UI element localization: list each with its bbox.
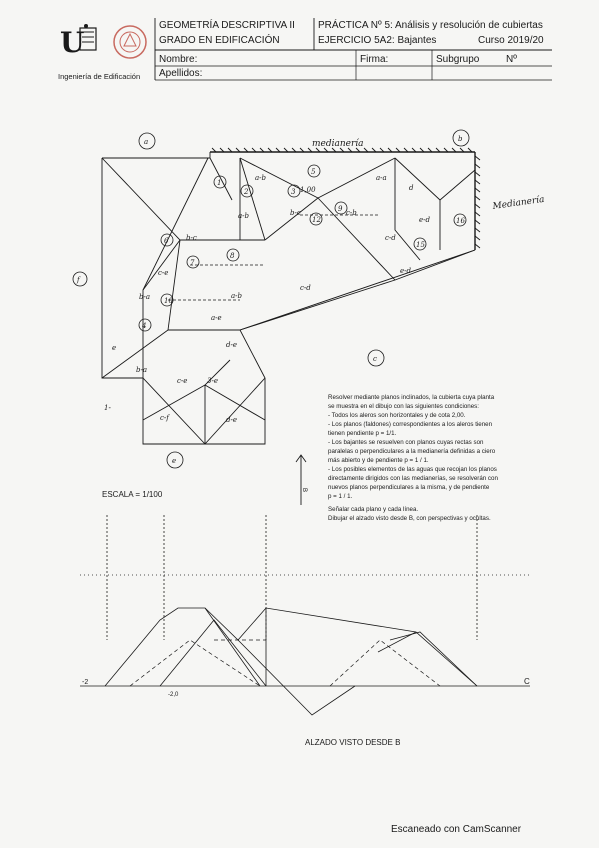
svg-text:c-d: c-d: [385, 234, 396, 242]
practice-title: PRÁCTICA Nº 5: Análisis y resolución de …: [318, 20, 543, 31]
svg-text:c-b: c-b: [346, 209, 357, 217]
svg-text:a-e: a-e: [211, 314, 222, 322]
instruction-line: tienen pendiente p = 1/1.: [328, 430, 397, 437]
scale-label: ESCALA = 1/100: [102, 490, 163, 499]
svg-text:d-e: d-e: [226, 416, 237, 424]
svg-text:2: 2: [243, 188, 249, 196]
svg-text:c: c: [373, 355, 377, 363]
view-letter: B: [301, 488, 307, 492]
svg-text:a-b: a-b: [255, 174, 267, 182]
svg-text:c-f: c-f: [160, 414, 170, 422]
instruction-line: directamente dirigidos con las medianerí…: [328, 475, 498, 482]
svg-text:7: 7: [190, 259, 195, 267]
svg-text:1-: 1-: [104, 404, 111, 412]
svg-text:12: 12: [312, 216, 321, 224]
svg-text:15: 15: [416, 241, 425, 249]
instruction-line: Dibujar el alzado visto desde B, con per…: [328, 515, 491, 522]
instruction-line: Resolver mediante planos inclinados, la …: [328, 394, 495, 401]
svg-text:b-a: b-a: [139, 293, 150, 301]
svg-text:10: 10: [164, 297, 173, 305]
svg-text:b-c: b-c: [186, 234, 197, 242]
apellidos-field[interactable]: Apellidos:: [159, 68, 203, 79]
elevation-title: ALZADO VISTO DESDE B: [305, 738, 400, 747]
svg-text:4: 4: [141, 322, 146, 330]
view-arrow-icon: [295, 454, 307, 505]
instruction-line: - Los bajantes se resuelven con planos c…: [328, 439, 484, 446]
scanner-footer: Escaneado con CamScanner: [391, 824, 522, 835]
instruction-line: - Los planos (faldones) correspondientes…: [328, 421, 493, 428]
svg-text:b-a: b-a: [136, 366, 147, 374]
svg-text:3-e: 3-e: [207, 377, 218, 385]
instruction-line: - Todos los aleros son horizontales y de…: [328, 412, 466, 419]
university-logo-icon: U: [60, 24, 97, 59]
instruction-line: paralelas o perpendiculares a la mediane…: [328, 448, 496, 455]
svg-text:d: d: [409, 184, 414, 192]
elevation-mid-label: -2,0: [168, 692, 179, 698]
instruction-line: p = 1 / 1.: [328, 493, 353, 500]
subgrupo-field[interactable]: Subgrupo: [436, 54, 480, 65]
instruction-line: - Los posibles elementos de las aguas qu…: [328, 466, 497, 473]
exercise-title: EJERCICIO 5A2: Bajantes: [318, 35, 437, 46]
instruction-line: se muestra en el dibujo con las siguient…: [328, 403, 479, 410]
svg-text:1: 1: [217, 179, 221, 187]
svg-text:f: f: [76, 276, 81, 284]
svg-text:b: b: [458, 135, 463, 143]
svg-text:b-c: b-c: [290, 209, 301, 217]
svg-text:e: e: [112, 344, 116, 352]
elevation-left-label: -2: [82, 679, 88, 686]
svg-text:1,00: 1,00: [300, 186, 316, 194]
svg-text:e-d: e-d: [419, 216, 431, 224]
svg-text:16: 16: [456, 217, 465, 225]
instruction-line: nuevos planos perpendiculares a la misma…: [328, 484, 490, 491]
medianeria-top-label: medianería: [312, 138, 364, 149]
svg-text:c-d: c-d: [300, 284, 311, 292]
numero-field[interactable]: Nº: [506, 54, 517, 65]
svg-text:a-a: a-a: [376, 174, 387, 182]
svg-text:8: 8: [230, 252, 235, 260]
course-title: GEOMETRÍA DESCRIPTIVA II: [159, 20, 295, 31]
svg-text:a-b: a-b: [238, 212, 250, 220]
nombre-field[interactable]: Nombre:: [159, 54, 198, 65]
svg-text:9: 9: [338, 205, 343, 213]
svg-text:c-e: c-e: [177, 377, 187, 385]
svg-text:5: 5: [311, 168, 316, 176]
svg-text:e: e: [172, 457, 176, 465]
svg-text:c-e: c-e: [158, 269, 168, 277]
svg-text:6: 6: [164, 237, 169, 245]
degree-title: GRADO EN EDIFICACIÓN: [159, 35, 280, 46]
school-year: Curso 2019/20: [478, 35, 544, 46]
instruction-line: más abierto y de pendiente p = 1 / 1.: [328, 457, 429, 464]
svg-text:e-d: e-d: [400, 267, 412, 275]
instruction-line: Señalar cada plano y cada línea.: [328, 506, 419, 513]
seal-icon: [113, 25, 147, 59]
svg-text:a: a: [144, 138, 148, 146]
instructions-block: Resolver mediante planos inclinados, la …: [328, 393, 538, 523]
svg-text:d-e: d-e: [226, 341, 237, 349]
school-name: Ingeniería de Edificación: [58, 72, 141, 81]
svg-text:a-b: a-b: [231, 292, 243, 300]
firma-field[interactable]: Firma:: [360, 54, 389, 65]
svg-text:3: 3: [291, 188, 296, 196]
elevation-right-label: C: [524, 677, 530, 686]
